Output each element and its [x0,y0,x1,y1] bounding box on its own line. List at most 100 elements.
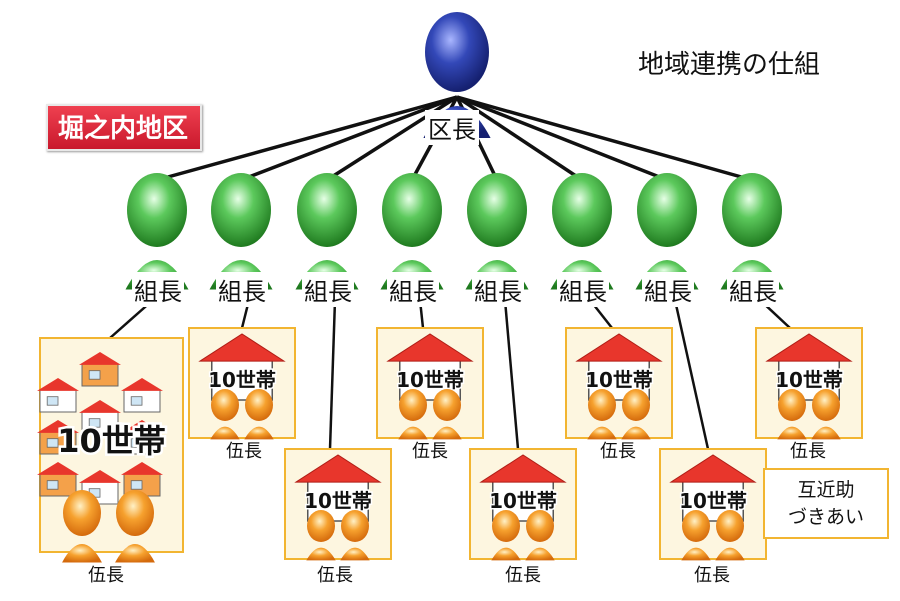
household-group-1-house-9-window [130,480,143,490]
household-group-4-head-figure-1 [398,389,428,440]
household-group-1-house-5-roof [79,400,121,413]
chief-label: 区長 [425,110,479,145]
group-head-label-5: 伍長 [505,565,541,586]
household-group-7-house-label: 10世帯 [679,489,747,513]
household-group-2-head-figure-1 [210,389,240,440]
household-group-1-head-figure-2-head [116,490,154,536]
group-head-label-7: 伍長 [694,565,730,586]
household-group-7-head-figure-1 [681,510,711,561]
household-group-3-head-figure-1-head [307,510,335,542]
leader-to-group-line-5 [503,299,520,450]
household-group-1-house-5-window [88,418,101,428]
household-group-1-house-6 [121,420,163,455]
leader-figure-4-head [382,173,442,247]
group-head-label-3: 伍長 [317,565,353,586]
group-head-label-6: 伍長 [600,441,636,462]
household-group-3-head-figure-2-body [340,547,370,561]
household-group-8: 10世帯 [755,327,863,440]
leader-label-6: 組長 [557,272,609,307]
household-group-1-house-5 [79,400,121,435]
household-group-8-house-roof [765,333,853,362]
household-group-3-house-label: 10世帯 [304,489,372,513]
household-group-1-house-2-window [88,370,101,380]
household-group-1-house-7-roof [37,462,79,475]
household-group-6-head-figure-2 [621,389,651,440]
household-group-1-house-1 [37,378,79,413]
note-line-2: づきあい [787,505,864,528]
household-group-5-head-figure-1-body [491,547,521,561]
household-group-2-head-figure-2-head [245,389,273,421]
household-group-4-head-figure-1-body [398,426,428,440]
household-group-4-head-figure-2-body [432,426,462,440]
household-group-8-head-figure-1-body [777,426,807,440]
household-group-2: 10世帯 [188,327,296,440]
district-badge: 堀之内地区 [46,104,203,151]
household-group-4-house-label: 10世帯 [396,368,464,392]
note-line-1: 互近助 [797,478,855,501]
household-group-1-house-6-window [130,438,143,448]
household-group-8-head-figure-2-head [812,389,840,421]
household-group-3-head-figure-2-head [341,510,369,542]
chief-figure-head [425,12,489,92]
household-group-1-house-1-roof [37,378,79,391]
household-group-4: 10世帯 [376,327,484,440]
household-group-1-house-4-roof [37,420,79,433]
household-group-4-head-figure-1-head [399,389,427,421]
leader-label-4: 組長 [387,272,439,307]
household-group-1-head-figure-1-head [63,490,101,536]
household-group-4-head-figure-2-head [433,389,461,421]
household-group-5-house: 10世帯 [479,454,567,522]
household-group-6-head-figure-1-body [587,426,617,440]
household-group-1-house-2-roof [79,352,121,365]
chief-to-leader-line-7 [456,95,668,182]
household-group-5-head-figure-2-body [525,547,555,561]
household-group-1-households-label: 10世帯 [57,422,166,460]
household-group-8-house-label: 10世帯 [775,368,843,392]
household-group-8-head-figure-1 [777,389,807,440]
household-group-1-head-figure-1 [62,490,102,563]
group-head-label-8: 伍長 [790,441,826,462]
chief-to-leader-line-2 [240,95,458,182]
household-group-8-head-figure-2-body [811,426,841,440]
leader-figure-3-head [297,173,357,247]
household-group-1-house-4-window [46,438,59,448]
group-head-label-2: 伍長 [226,441,262,462]
household-group-2-head-figure-1-body [210,426,240,440]
leader-figure-6-head [552,173,612,247]
household-group-7: 10世帯 [659,448,767,561]
leader-label-5: 組長 [472,272,524,307]
household-group-1-house-9-roof [121,462,163,475]
leader-figure-7-head [637,173,697,247]
household-group-3-head-figure-1-body [306,547,336,561]
household-group-1-house-7-window [46,480,59,490]
household-group-5-head-figure-1 [491,510,521,561]
mutual-aid-note: 互近助 づきあい [763,468,889,539]
household-group-1-house-4 [37,420,79,455]
leader-to-group-line-3 [328,299,337,450]
chief-to-leader-line-8 [456,95,753,182]
diagram-title: 地域連携の仕組 [638,50,821,80]
household-group-5-head-figure-2-head [526,510,554,542]
group-head-label-4: 伍長 [412,441,448,462]
leader-label-7: 組長 [642,272,694,307]
household-group-4-house-roof [386,333,474,362]
leader-label-8: 組長 [727,272,779,307]
household-group-3-house-roof [294,454,382,483]
household-group-2-house-label: 10世帯 [208,368,276,392]
household-group-5: 10世帯 [469,448,577,561]
household-group-2-head-figure-2 [244,389,274,440]
household-group-3-head-figure-1 [306,510,336,561]
household-group-6-house-label: 10世帯 [585,368,653,392]
household-group-7-head-figure-2-body [715,547,745,561]
household-group-1-house-3-roof [121,378,163,391]
household-group-6-head-figure-1 [587,389,617,440]
leader-figure-1-head [127,173,187,247]
household-group-6-house-roof [575,333,663,362]
household-group-1-house-8-roof [79,470,121,483]
household-group-1-house-6-roof [121,420,163,433]
household-group-1-house-2 [79,352,121,387]
household-group-6-head-figure-2-body [621,426,651,440]
household-group-8-head-figure-1-head [778,389,806,421]
household-group-2-head-figure-1-head [211,389,239,421]
household-group-4-head-figure-2 [432,389,462,440]
